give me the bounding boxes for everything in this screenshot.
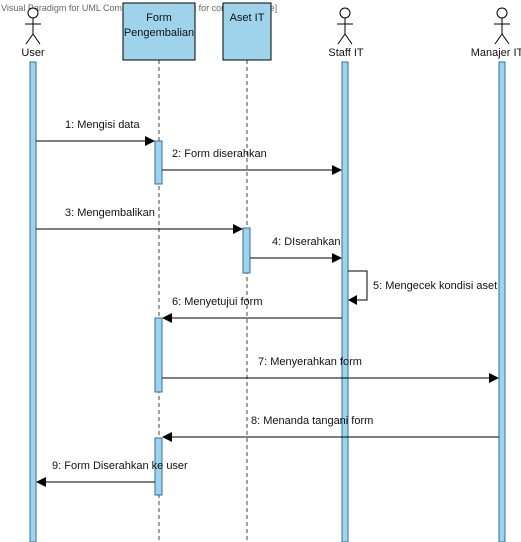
message-1[interactable]: 1: Mengisi data: [36, 119, 155, 146]
actor-manajer-name: Manajer IT: [471, 47, 521, 59]
message-5-arrowhead-icon: [348, 295, 357, 305]
participant-manajer-it[interactable]: Manajer IT: [471, 7, 521, 542]
participant-form-pengembalian[interactable]: Form Pengembalian: [122, 2, 196, 61]
message-5-label: 5: Mengecek kondisi aset: [373, 280, 497, 292]
message-7-arrowhead-icon: [489, 373, 499, 383]
actor-user-name: User: [21, 47, 45, 59]
object-box-form: [122, 2, 196, 61]
message-8-label: 8: Menanda tangani form: [251, 415, 373, 427]
message-8[interactable]: 8: Menanda tangani form: [162, 415, 499, 442]
message-8-arrowhead-icon: [162, 432, 172, 442]
lifeline-staff: [341, 61, 349, 542]
activation-form-2: [154, 317, 163, 393]
message-5[interactable]: 5: Mengecek kondisi aset: [348, 270, 497, 305]
message-4-label: 4: DIserahkan: [272, 236, 340, 248]
lifeline-manajer: [498, 61, 506, 542]
message-2-arrowhead-icon: [332, 165, 342, 175]
message-4-arrowhead-icon: [332, 253, 342, 263]
activation-form-1: [154, 140, 163, 185]
message-3-arrowhead-icon: [233, 224, 243, 234]
message-6-arrowhead-icon: [162, 313, 172, 323]
message-7-label: 7: Menyerahkan form: [258, 356, 362, 368]
object-aset-name: Aset IT: [230, 12, 265, 24]
actor-manajer-icon: [494, 7, 510, 45]
participant-staff-it[interactable]: Staff IT: [328, 7, 364, 542]
message-9[interactable]: 9: Form Diserahkan ke user: [36, 460, 188, 487]
message-9-label: 9: Form Diserahkan ke user: [52, 460, 188, 472]
lifeline-user: [29, 61, 37, 542]
message-1-label: 1: Mengisi data: [65, 119, 140, 131]
actor-staff-name: Staff IT: [328, 47, 364, 59]
message-3[interactable]: 3: Mengembalikan: [36, 207, 243, 234]
message-6-label: 6: Menyetujui form: [172, 296, 262, 308]
actor-user-icon: [25, 7, 41, 45]
activation-form-3: [154, 437, 163, 496]
message-9-arrowhead-icon: [36, 477, 46, 487]
activation-aset-1: [242, 227, 251, 274]
object-box-aset: [222, 2, 272, 61]
message-1-arrowhead-icon: [145, 136, 155, 146]
object-form-name-line-1: Form: [146, 12, 172, 24]
message-5-arrow: [348, 270, 368, 301]
participant-user[interactable]: User: [21, 7, 45, 542]
message-3-label: 3: Mengembalikan: [65, 207, 155, 219]
message-2-label: 2: Form diserahkan: [172, 148, 267, 160]
message-6[interactable]: 6: Menyetujui form: [162, 296, 342, 323]
message-2[interactable]: 2: Form diserahkan: [162, 148, 342, 175]
object-form-name-line-2: Pengembalian: [124, 27, 194, 39]
participant-aset-it[interactable]: Aset IT: [222, 2, 272, 61]
message-4[interactable]: 4: DIserahkan: [250, 236, 342, 263]
actor-staff-icon: [337, 7, 353, 45]
message-7[interactable]: 7: Menyerahkan form: [162, 356, 499, 383]
